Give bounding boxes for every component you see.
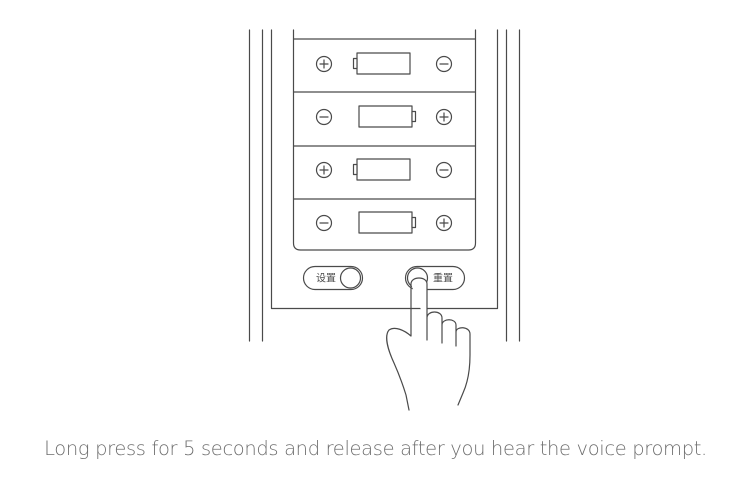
plus-terminal-icon (315, 55, 333, 73)
instruction-caption: Long press for 5 seconds and release aft… (44, 437, 707, 460)
battery-icon (352, 52, 411, 75)
pointing-hand-icon (386, 277, 471, 411)
hand-finger-crease (426, 317, 457, 347)
minus-terminal-icon (315, 214, 333, 232)
plus-terminal-icon (315, 161, 333, 179)
left-rail (248, 29, 264, 342)
battery-icon (352, 158, 411, 181)
set-button-label: 设置 (316, 273, 336, 285)
plus-terminal-icon (435, 214, 453, 232)
battery-compartment (292, 29, 477, 251)
plus-terminal-icon (435, 108, 453, 126)
battery-icon (358, 105, 417, 128)
minus-terminal-icon (315, 108, 333, 126)
set-button[interactable] (302, 265, 364, 291)
battery-slot-4 (315, 211, 453, 234)
minus-terminal-icon (435, 161, 453, 179)
battery-slot-3 (315, 158, 453, 181)
minus-terminal-icon (435, 55, 453, 73)
battery-slot-2 (315, 105, 453, 128)
battery-icon (358, 211, 417, 234)
battery-slot-1 (315, 52, 453, 75)
right-rail (505, 29, 521, 342)
reset-button-label: 重置 (433, 272, 453, 285)
lock-body-frame (270, 29, 499, 310)
